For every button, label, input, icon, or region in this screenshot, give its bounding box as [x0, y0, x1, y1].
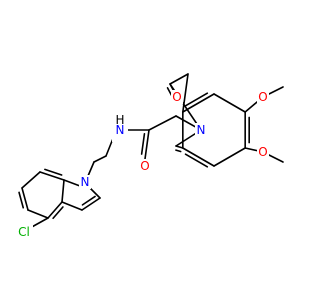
atom-amide-o: O: [139, 159, 151, 173]
bond-c3a-c4-inner: [52, 206, 64, 220]
bond-c7-c7a-inner: [44, 168, 63, 176]
bond-amide-carbonyl: [144, 129, 150, 160]
bond-c7-c7a: [39, 171, 65, 181]
bond-amide-carbonyl-inner: [140, 133, 146, 155]
label-indole-n: N: [81, 175, 90, 189]
bond-benzo-1: [213, 93, 246, 113]
bond-benzo-3: [213, 147, 246, 167]
bond-c3a-c7a: [61, 179, 65, 203]
label-methoxy-o-top: O: [258, 90, 267, 104]
label-chlorine: Cl: [18, 225, 30, 239]
bond-c7a-nindole: [63, 179, 81, 187]
bond-ch2-camide: [148, 115, 177, 131]
atom-methoxy-o-bottom: O: [257, 145, 269, 159]
bond-azepine-ch-ch: [175, 145, 184, 149]
bond-c5-c6: [21, 187, 29, 211]
bond-nindole-c2: [89, 187, 101, 199]
bond-ch2-nindole: [87, 161, 95, 177]
label-amide-n: N: [116, 123, 125, 137]
label-carbonyl-o-ring: O: [172, 90, 181, 104]
label-methoxy-o-bottom: O: [258, 145, 267, 159]
atom-chlorine: Cl: [15, 225, 33, 239]
bond-benzo-6-inner: [184, 92, 209, 107]
atom-methoxy-o-top: O: [257, 90, 269, 104]
label-amide-o: O: [140, 159, 149, 173]
bond-c3a-c4: [47, 201, 63, 219]
bond-c5-c6-inner: [18, 191, 25, 209]
bond-c2-c3: [81, 197, 101, 211]
bond-lines: [18, 73, 284, 229]
bond-benzo-4: [182, 147, 215, 167]
atom-amide-nh: N H: [112, 113, 128, 142]
atom-indole-n: N: [79, 175, 91, 189]
bond-benzo-6: [182, 93, 215, 113]
bond-c2-c3-inner: [81, 195, 96, 206]
atom-labels: O N O O O N H N Cl: [15, 90, 269, 239]
bond-azepine-ch-ch-inner: [175, 149, 182, 153]
atom-ring-n: N: [195, 123, 207, 137]
bond-c3-c3a: [61, 201, 83, 211]
bond-benzo-4-inner: [184, 153, 209, 168]
atom-carbonyl-o-ring: O: [171, 90, 183, 104]
label-ring-n: N: [197, 123, 206, 137]
bond-azepine-ch2-co: [169, 73, 189, 85]
bond-c4-c5: [27, 209, 49, 219]
molecule-structure: O N O O O N H N Cl: [15, 73, 284, 239]
label-amide-h: H: [115, 113, 124, 127]
bond-c6-c7: [21, 171, 41, 189]
bond-ethyl: [93, 155, 107, 163]
